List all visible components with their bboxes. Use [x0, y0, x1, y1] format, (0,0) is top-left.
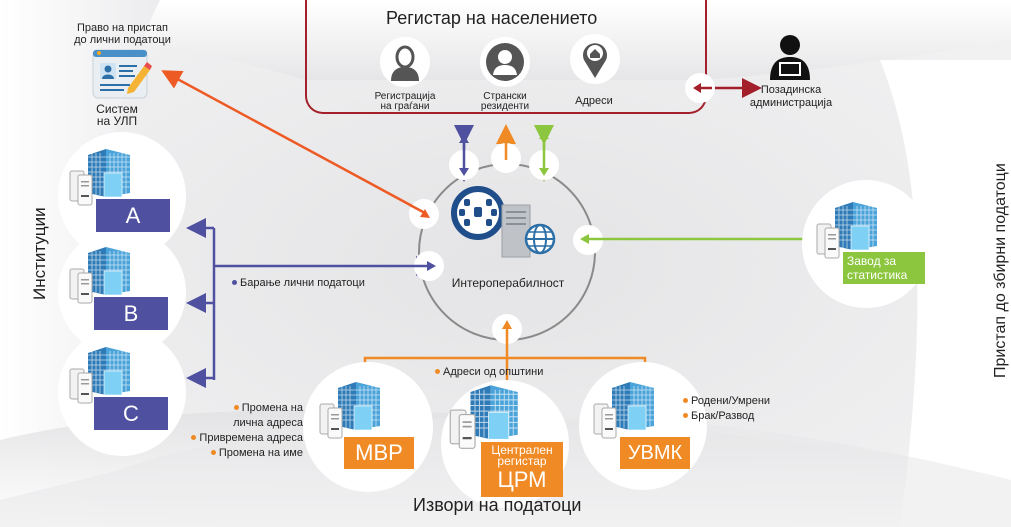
ulp-arrow — [161, 70, 439, 227]
bullet — [232, 279, 237, 285]
hub-node-stats — [573, 225, 603, 255]
list-item: лична адреса — [233, 417, 303, 429]
mvr-bullet-list: Промена на лична адреса Привремена адрес… — [183, 401, 303, 461]
id-card-edit-icon — [92, 49, 152, 99]
registry-item-addresses[interactable] — [570, 34, 620, 84]
institution-b-building-icon — [68, 245, 148, 310]
uvmk-bullet-list: Родени/Умрени Брак/Развод — [683, 394, 770, 424]
bullet — [435, 368, 440, 374]
institutions-side-label: Институции — [30, 207, 49, 300]
user-solid-icon — [486, 43, 524, 81]
hub-node-institutions — [414, 251, 444, 281]
registry-node-admin — [685, 73, 715, 103]
registry-addresses-label: Адреси — [575, 95, 613, 107]
population-registry-panel — [305, 0, 707, 114]
building-server-icon — [319, 382, 380, 439]
uvmk-label[interactable]: УВМК — [620, 437, 690, 469]
uvmk-building-icon — [592, 380, 672, 445]
ulp-system-icon[interactable] — [92, 48, 152, 105]
building-server-icon — [449, 385, 518, 449]
institution-b-label[interactable]: B — [94, 297, 168, 330]
institution-c-building-icon — [68, 345, 148, 410]
crm-building-icon — [448, 383, 538, 454]
building-server-icon — [69, 347, 130, 404]
institution-c-label[interactable]: C — [94, 397, 168, 430]
building-server-icon — [69, 247, 130, 304]
crm-label[interactable]: Централен регистар ЦРМ — [481, 442, 563, 497]
list-item: Брак/Развод — [683, 409, 770, 424]
list-item: Промена на — [183, 401, 303, 416]
data-sources-title: Извори на податоци — [413, 495, 582, 515]
list-item: Привремена адреса — [183, 431, 303, 446]
hub-node-orange — [491, 143, 521, 173]
network-server-globe-icon — [451, 186, 556, 258]
building-server-icon — [69, 149, 130, 206]
hub-node-ulp — [409, 199, 439, 229]
institution-a-building-icon — [68, 147, 148, 212]
mvr-label[interactable]: МВР — [344, 437, 414, 469]
person-laptop-icon — [770, 35, 810, 80]
list-item: Родени/Умрени — [683, 394, 770, 409]
institution-a-label[interactable]: A — [96, 199, 170, 232]
addresses-from-municipalities-label: Адреси од општини — [435, 366, 543, 378]
registry-title: Регистар на населението — [386, 8, 598, 28]
hub-node-green — [529, 150, 559, 180]
aggregate-data-access-label: Пристап до збирни податоци — [992, 163, 1009, 378]
location-home-icon — [583, 43, 607, 78]
building-server-icon — [593, 382, 654, 439]
hub-node-blue — [449, 150, 479, 180]
statistics-building-icon — [815, 200, 895, 265]
registry-item-foreign-residents[interactable] — [480, 37, 530, 87]
list-item: Промена на име — [183, 446, 303, 461]
hub-label: Интероперабилност — [451, 276, 565, 290]
request-personal-data-label: Барање лични податоци — [232, 277, 365, 289]
interoperability-hub[interactable] — [451, 186, 562, 272]
building-server-icon — [816, 202, 877, 259]
hub-node-sources — [492, 314, 522, 344]
back-office-admin-icon — [765, 32, 815, 87]
mvr-building-icon — [318, 380, 398, 445]
